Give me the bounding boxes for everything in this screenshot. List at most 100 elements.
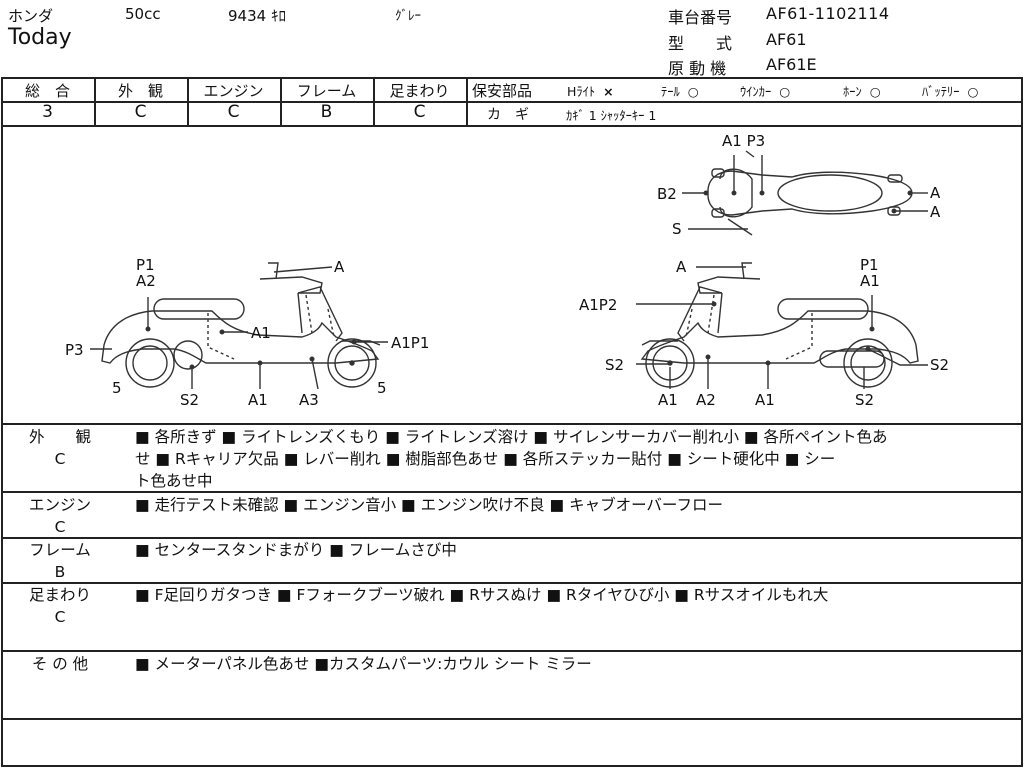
remark-label-frame-grade: B [54, 563, 66, 581]
remark-label-suspension-title: 足まわり [28, 586, 91, 604]
grade-value-engine: C [227, 102, 240, 122]
remark-other-line: ■ メーターパネル色あせ ■カスタムパーツ:カウル シート ミラー [135, 655, 592, 673]
label-left-five-right: 5 [377, 379, 387, 397]
remarks-divider-other [1, 650, 1023, 652]
body-color: ｸﾞﾚｰ [395, 9, 421, 24]
grade-col-sep-1 [94, 77, 96, 125]
grade-value-suspension: C [413, 102, 426, 122]
model-name: Today [8, 25, 72, 50]
safety-battery-mark: ○ [967, 84, 979, 99]
remark-label-engine-title: エンジン [28, 496, 91, 514]
remarks-divider-bottom [1, 718, 1023, 720]
safety-row-divider [466, 101, 1023, 103]
grades-row-bottom [1, 125, 1023, 127]
grade-value-total: 3 [42, 102, 53, 122]
remark-text-other: ■ メーターパネル色あせ ■カスタムパーツ:カウル シート ミラー [135, 653, 1015, 675]
remark-engine-line: ■ 走行テスト未確認 ■ エンジン音小 ■ エンジン吹け不良 ■ キャブオーバー… [135, 496, 723, 514]
scooter-right-view [636, 262, 928, 389]
label-right-a1p2: A1P2 [579, 296, 617, 314]
remark-suspension-line: ■ F足回りガタつき ■ Fフォークブーツ破れ ■ Rサスぬけ ■ Rタイヤひび… [135, 586, 829, 604]
safety-horn-mark: ○ [869, 84, 881, 99]
remark-label-other-title: そ の 他 [31, 655, 89, 673]
engine-value: AF61E [766, 55, 817, 74]
grade-col-sep-3 [280, 77, 282, 125]
safety-winker-mark: ○ [779, 84, 791, 99]
label-top-a-right2: A [930, 203, 941, 221]
remark-label-appearance-grade: C [54, 450, 66, 468]
remark-frame-line: ■ センタースタンドまがり ■ フレームさび中 [135, 541, 457, 559]
remark-label-appearance-title: 外 観 [28, 428, 91, 446]
remark-appearance-line: ト色あせ中 [135, 472, 213, 490]
grade-label-total: 総 合 [24, 82, 70, 100]
label-top-a1p3: A1 P3 [722, 132, 765, 150]
grade-value-frame: B [320, 102, 333, 122]
mileage: 9434 ｷﾛ [228, 7, 286, 25]
remark-label-frame: フレーム B [0, 539, 120, 583]
remarks-top-border [1, 423, 1023, 425]
label-left-s2: S2 [180, 391, 199, 409]
remark-text-engine: ■ 走行テスト未確認 ■ エンジン音小 ■ エンジン吹け不良 ■ キャブオーバー… [135, 494, 1015, 516]
remark-text-frame: ■ センタースタンドまがり ■ フレームさび中 [135, 539, 1015, 561]
grades-row-divider [1, 101, 468, 103]
remarks-divider-suspension [1, 582, 1023, 584]
label-right-s2-left: S2 [605, 356, 624, 374]
label-left-a3: A3 [299, 391, 319, 409]
remark-label-frame-title: フレーム [29, 541, 91, 559]
remark-label-suspension-grade: C [54, 608, 66, 626]
label-right-p1: P1 [860, 256, 879, 274]
scooter-top-view [682, 150, 928, 236]
label-right-a1-top: A1 [860, 272, 880, 290]
remark-label-suspension: 足まわり C [0, 584, 120, 628]
type-label: 型 式 [668, 34, 733, 53]
remarks-divider-frame [1, 537, 1023, 539]
safety-tail: ﾃｰﾙ ○ [661, 81, 699, 100]
label-left-a1p1: A1P1 [391, 334, 429, 352]
grade-col-sep-4 [373, 77, 375, 125]
label-right-s2-right: S2 [930, 356, 949, 374]
label-right-a1-bm: A1 [755, 391, 775, 409]
frame-no: AF61-1102114 [766, 4, 890, 23]
grade-label-engine: エンジン [203, 82, 264, 100]
remark-label-other: そ の 他 [0, 653, 120, 675]
scooter-left-view [90, 262, 388, 390]
label-left-a2: A2 [136, 272, 156, 290]
safety-headlight-mark: × [603, 84, 614, 99]
safety-headlight: Hﾗｲﾄ × [567, 81, 614, 100]
remark-appearance-line: せ ■ Rキャリア欠品 ■ レバー削れ ■ 樹脂部色あせ ■ 各所ステッカー貼付… [135, 450, 836, 468]
damage-diagram: A1 P3 B2 A A S P1 A2 A A1 P3 A1P1 5 5 S2… [65, 132, 949, 409]
label-left-a1-mid: A1 [251, 324, 271, 342]
type-value: AF61 [766, 30, 807, 49]
key-label: カ ギ [487, 107, 529, 123]
grade-label-frame: フレーム [296, 82, 357, 100]
safety-winker-label: ｳｲﾝｶｰ [740, 84, 772, 99]
grade-value-appearance: C [134, 102, 147, 122]
label-left-p1: P1 [136, 256, 155, 274]
safety-tail-label: ﾃｰﾙ [661, 84, 680, 99]
engine-label: 原 動 機 [668, 59, 727, 78]
remark-label-engine-grade: C [54, 518, 66, 536]
remark-text-suspension: ■ F足回りガタつき ■ Fフォークブーツ破れ ■ Rサスぬけ ■ Rタイヤひび… [135, 584, 1015, 606]
label-left-p3: P3 [65, 341, 84, 359]
sheet-frame [1, 77, 1023, 767]
remark-text-appearance: ■ 各所きず ■ ライトレンズくもり ■ ライトレンズ溶け ■ サイレンサーカバ… [135, 426, 1015, 492]
safety-horn-label: ﾎｰﾝ [843, 84, 862, 99]
remark-label-appearance: 外 観 C [0, 426, 120, 470]
remarks-divider-engine [1, 491, 1023, 493]
remark-appearance-line: ■ 各所きず ■ ライトレンズくもり ■ ライトレンズ溶け ■ サイレンサーカバ… [135, 428, 888, 446]
label-right-s2-bottom: S2 [855, 391, 874, 409]
label-left-five-left: 5 [112, 379, 122, 397]
label-left-a-top: A [334, 258, 345, 276]
label-top-a-right1: A [930, 184, 941, 202]
safety-horn: ﾎｰﾝ ○ [843, 81, 881, 100]
safety-label: 保安部品 [472, 82, 533, 100]
maker: ホンダ [8, 7, 54, 25]
grade-col-sep-2 [187, 77, 189, 125]
safety-battery: ﾊﾞｯﾃﾘｰ ○ [922, 81, 978, 100]
displacement: 50cc [125, 5, 161, 23]
label-top-b2: B2 [657, 185, 677, 203]
safety-tail-mark: ○ [687, 84, 699, 99]
safety-headlight-label: Hﾗｲﾄ [567, 84, 596, 99]
key-value: ｶｷﾞ 1 ｼｬｯﾀｰｷｰ 1 [566, 108, 657, 123]
frame-no-label: 車台番号 [668, 8, 733, 27]
grade-label-appearance: 外 観 [117, 82, 163, 100]
